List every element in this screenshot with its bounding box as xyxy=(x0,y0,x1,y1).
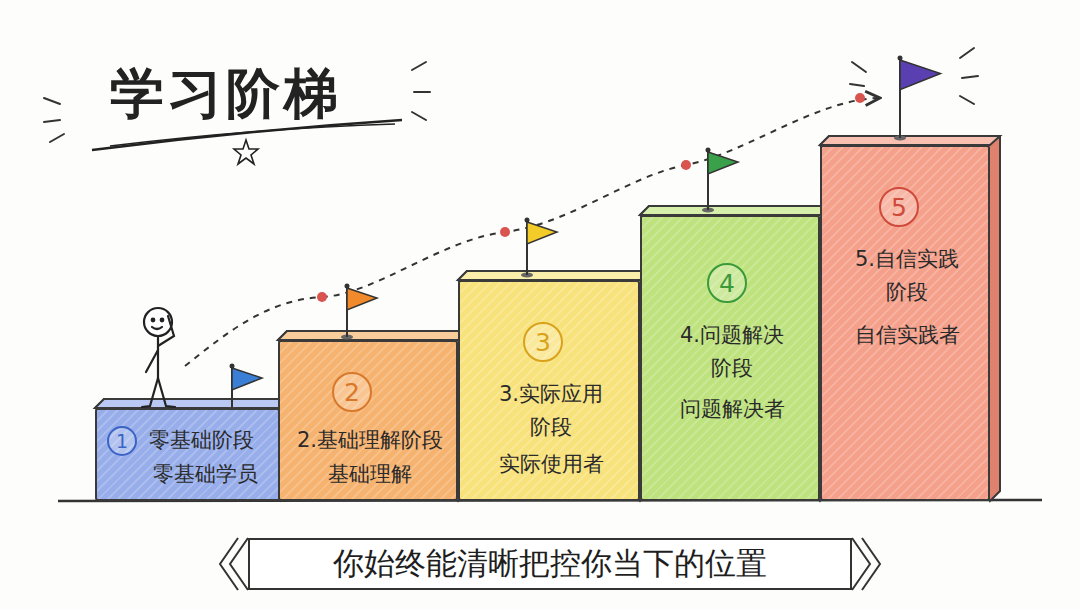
step-side xyxy=(458,271,650,501)
flag xyxy=(527,222,557,244)
flag xyxy=(900,60,941,90)
stage-name: 5.自信实践 阶段 xyxy=(846,243,968,309)
role-label: 零基础学员 xyxy=(139,458,271,491)
caption-banner: 你始终能清晰把控你当下的位置 xyxy=(248,538,852,590)
step-top xyxy=(640,206,830,215)
stage-name: 零基础阶段 xyxy=(135,424,267,457)
step-top xyxy=(820,136,1000,145)
step-number: 2 xyxy=(332,372,372,412)
stage-name: 4.问题解决 阶段 xyxy=(671,319,793,385)
step-box: 1零基础阶段零基础学员 xyxy=(95,408,280,501)
step-side xyxy=(95,399,290,501)
role-label: 基础理解 xyxy=(284,458,456,491)
step-box: 4 4.问题解决 阶段问题解决者 xyxy=(640,215,820,501)
stage-name: 3.实际应用 阶段 xyxy=(490,378,612,444)
step-side xyxy=(278,331,468,501)
title: 学习阶梯 xyxy=(110,58,342,131)
step-box: 5 5.自信实践 阶段自信实践者 xyxy=(820,145,990,501)
step-lids xyxy=(95,136,1000,501)
flag xyxy=(347,288,377,310)
title-underline xyxy=(110,124,395,146)
stage-name: 2.基础理解阶段 xyxy=(284,424,456,457)
banner-ends xyxy=(220,538,880,590)
step-side xyxy=(640,206,830,501)
step-number: 1 xyxy=(107,426,137,456)
caption: 你始终能清晰把控你当下的位置 xyxy=(333,543,767,585)
flag xyxy=(708,152,738,174)
stick-figure xyxy=(142,308,175,407)
step-box: 3 3.实际应用 阶段实际使用者 xyxy=(458,280,640,501)
role-label: 自信实践者 xyxy=(826,319,988,352)
step-top xyxy=(95,399,290,408)
step-number: 5 xyxy=(879,187,919,227)
step-top xyxy=(458,271,650,280)
step-side xyxy=(820,136,1000,501)
role-label: 问题解决者 xyxy=(646,393,818,426)
step-number: 4 xyxy=(707,263,747,303)
role-label: 实际使用者 xyxy=(465,448,637,481)
star xyxy=(234,140,258,164)
step-number: 3 xyxy=(523,322,563,362)
step-box: 2 2.基础理解阶段基础理解 xyxy=(278,340,458,501)
flag xyxy=(232,368,262,390)
sparkle-strokes xyxy=(44,48,978,142)
step-top xyxy=(278,331,468,340)
